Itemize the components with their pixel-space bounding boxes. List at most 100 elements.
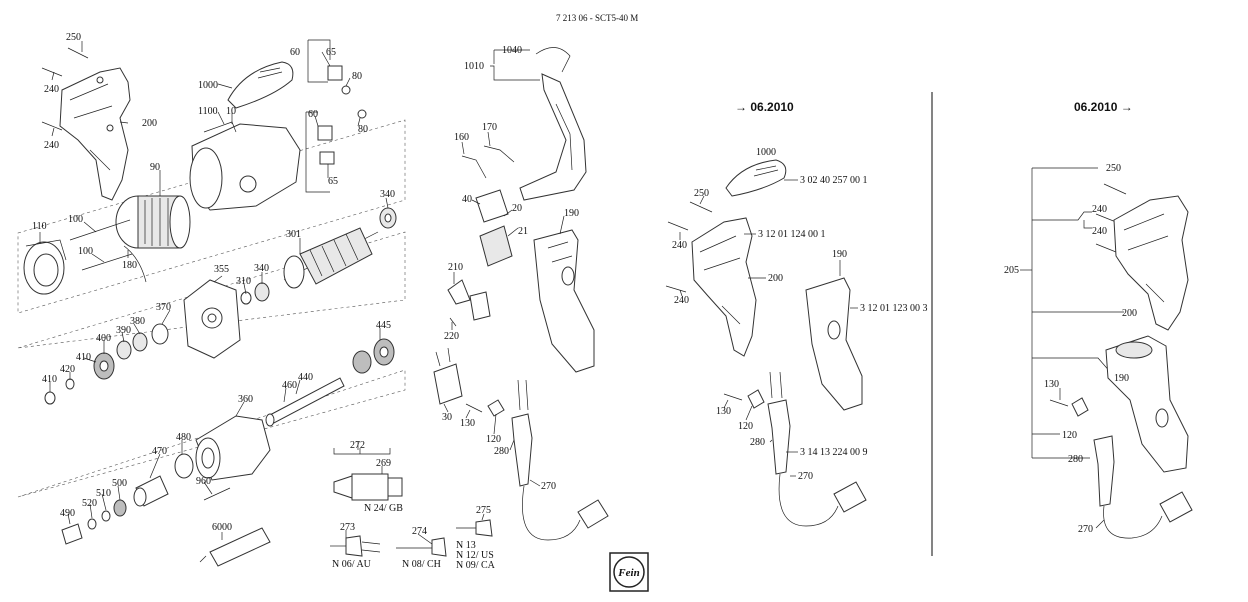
callout-80: 80 — [352, 71, 362, 82]
part-number: 3 12 01 123 00 3 — [860, 303, 928, 314]
callout-240: 240 — [1092, 204, 1107, 215]
screw-130a — [465, 403, 483, 413]
drawing-title: 7 213 06 - SCT5-40 M — [556, 13, 638, 23]
screw-240b-v2 — [665, 285, 687, 293]
callout-100: 100 — [68, 214, 83, 225]
screw-250-v3 — [1103, 183, 1127, 195]
screw-100a — [69, 219, 131, 241]
callout-355: 355 — [214, 264, 229, 275]
plug-label-ca: N 09/ CA — [456, 560, 496, 571]
callout-240: 240 — [674, 295, 689, 306]
callout-30: 30 — [442, 412, 452, 423]
wire-170 — [483, 145, 515, 163]
field-coil-90 — [115, 195, 191, 249]
plug-label-ch: N 08/ CH — [402, 559, 441, 570]
callout-210: 210 — [448, 262, 463, 273]
callout-120: 120 — [1062, 430, 1077, 441]
screw-100b — [81, 253, 133, 271]
screws-240-250 — [41, 47, 89, 131]
variant-before-label: → 06.2010 — [735, 100, 794, 114]
motor-housing-10 — [189, 121, 301, 211]
callout-240: 240 — [44, 140, 59, 151]
callout-120: 120 — [738, 421, 753, 432]
callout-240: 240 — [672, 240, 687, 251]
gear-train — [44, 323, 169, 405]
callout-270: 270 — [1078, 524, 1093, 535]
callout-360: 360 — [238, 394, 253, 405]
switch-40 — [475, 189, 513, 267]
callout-1040: 1040 — [502, 45, 522, 56]
bearing-340a — [379, 207, 397, 229]
washer-310 — [240, 291, 252, 305]
callout-110: 110 — [32, 221, 47, 232]
callout-280: 280 — [494, 446, 509, 457]
plug-label-gb: N 24/ GB — [364, 503, 403, 514]
callout-90: 90 — [150, 162, 160, 173]
housing-half-200 — [59, 67, 131, 201]
screw-130-v2 — [723, 393, 743, 401]
callout-100: 100 — [78, 246, 93, 257]
callout-130: 130 — [1044, 379, 1059, 390]
callout-180: 180 — [122, 260, 137, 271]
fein-logo: Fein — [609, 552, 649, 592]
callout-220: 220 — [444, 331, 459, 342]
trigger-210 — [447, 279, 491, 321]
clamp-120a — [487, 399, 505, 417]
armature-301 — [283, 227, 379, 289]
callout-310: 310 — [236, 276, 251, 287]
plug-272-gb — [333, 448, 403, 501]
bearing-340b — [254, 282, 270, 302]
callout-190: 190 — [832, 249, 847, 260]
callout-445: 445 — [376, 320, 391, 331]
callout-274: 274 — [412, 526, 427, 537]
wire-160 — [461, 155, 487, 179]
screw-130-v3 — [1049, 399, 1069, 407]
callout-10: 10 — [226, 106, 236, 117]
callout-400: 400 — [96, 333, 111, 344]
belt-hook-1040 — [535, 47, 571, 73]
grease-tube-6000 — [199, 527, 271, 567]
plug-label-us: N 12/ US — [456, 550, 494, 561]
clamp-120-v3 — [1071, 397, 1089, 417]
callout-20: 20 — [512, 203, 522, 214]
callout-1000: 1000 — [198, 80, 218, 91]
callout-1010: 1010 — [464, 61, 484, 72]
callout-200: 200 — [768, 273, 783, 284]
callout-labels: 250 240 240 200 90 1000 1100 10 60 65 80… — [32, 32, 1137, 571]
callout-240: 240 — [44, 84, 59, 95]
callout-269: 269 — [376, 458, 391, 469]
callout-440: 440 — [298, 372, 313, 383]
plug-273-au — [330, 535, 381, 557]
callout-960: 960 — [196, 476, 211, 487]
callout-301: 301 — [286, 229, 301, 240]
plug-label-au: N 06/ AU — [332, 559, 372, 570]
callout-130: 130 — [460, 418, 475, 429]
screw-240a-v2 — [667, 221, 689, 231]
clamp-120-v2 — [747, 389, 765, 409]
leader-lines — [39, 41, 1105, 545]
housing-half-200-v2 — [691, 217, 757, 357]
callout-120: 120 — [486, 434, 501, 445]
callout-340: 340 — [380, 189, 395, 200]
plug-275-us — [456, 519, 493, 537]
callout-250: 250 — [1106, 163, 1121, 174]
part-number: 3 12 01 124 00 1 — [758, 229, 826, 240]
cover-1000 — [227, 61, 294, 109]
callout-470: 470 — [152, 446, 167, 457]
callout-250: 250 — [66, 32, 81, 43]
callout-380: 380 — [130, 316, 145, 327]
callout-280: 280 — [750, 437, 765, 448]
variant-after-label: 06.2010 → — [1074, 100, 1133, 114]
wire-180 — [123, 245, 147, 283]
callout-500: 500 — [112, 478, 127, 489]
callout-270: 270 — [541, 481, 556, 492]
screw-220 — [449, 317, 457, 327]
callout-80: 80 — [358, 124, 368, 135]
grip-190-v2 — [805, 277, 863, 411]
callout-200: 200 — [1122, 308, 1137, 319]
callout-275: 275 — [476, 505, 491, 516]
callout-240: 240 — [1092, 226, 1107, 237]
callout-65: 65 — [328, 176, 338, 187]
callout-190: 190 — [1114, 373, 1129, 384]
